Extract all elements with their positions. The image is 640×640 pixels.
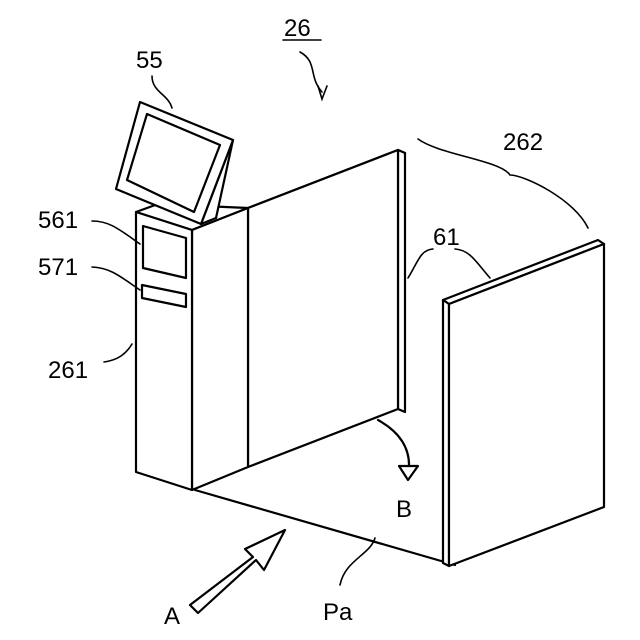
display-monitor <box>116 102 233 224</box>
label-gate-panel: 262 <box>503 129 543 156</box>
label-direction-a: A <box>164 603 180 630</box>
label-screen: 561 <box>38 207 78 234</box>
gate-panel-262 <box>443 240 604 566</box>
label-direction-b: B <box>396 496 412 523</box>
label-housing: 261 <box>48 357 88 384</box>
terminal-housing <box>136 204 248 490</box>
label-slot: 571 <box>38 254 78 281</box>
passage-floor <box>195 490 455 565</box>
label-panel: 61 <box>433 224 460 251</box>
swing-door-panel <box>248 150 405 467</box>
label-display: 55 <box>136 47 163 74</box>
label-device: 26 <box>284 15 311 42</box>
entry-arrow-a <box>190 530 285 613</box>
rotation-arrow-b <box>378 420 418 480</box>
label-passage: Pa <box>323 599 353 626</box>
